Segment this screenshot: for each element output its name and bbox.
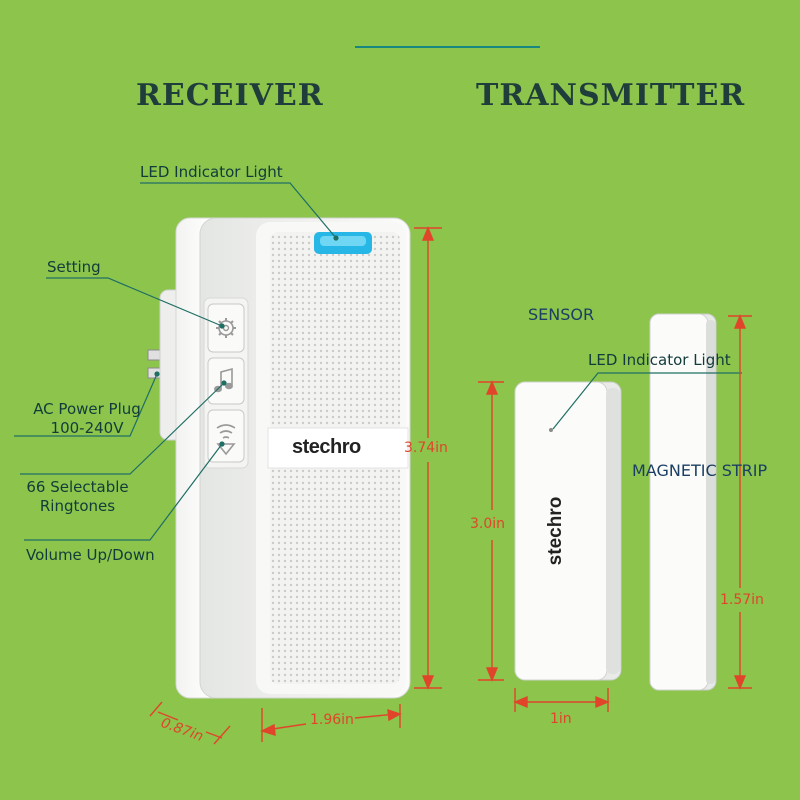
ringtones-line1: 66 Selectable	[26, 478, 129, 496]
sensor-led	[549, 428, 553, 432]
gear-icon	[216, 318, 236, 338]
volume-label: Volume Up/Down	[26, 546, 155, 564]
sensor-height-dim: 3.0in	[470, 516, 506, 532]
receiver-device	[147, 217, 411, 699]
magnetic-strip-device	[649, 313, 717, 691]
ringtone-button[interactable]	[207, 357, 245, 405]
ringtones-label: 66 Selectable Ringtones	[10, 478, 145, 516]
sensor-device	[514, 381, 622, 681]
receiver-brand: stechro	[292, 436, 361, 458]
volume-icon	[216, 424, 236, 456]
volume-button[interactable]	[207, 409, 245, 463]
transmitter-title: TRANSMITTER	[476, 78, 746, 113]
ringtones-line2: Ringtones	[39, 497, 116, 515]
sensor-led-label: LED Indicator Light	[588, 351, 731, 369]
sensor-brand: stechro	[545, 496, 566, 566]
setting-button[interactable]	[207, 303, 245, 353]
sensor-width-dim: 1in	[550, 711, 572, 727]
power-plug-label: AC Power Plug 100-240V	[12, 400, 162, 438]
magnet-height-dim: 1.57in	[720, 592, 764, 608]
power-plug-line2: 100-240V	[50, 419, 124, 437]
callout-lines	[14, 182, 742, 541]
magnet-title: MAGNETIC STRIP	[632, 461, 768, 480]
receiver-height-dim: 3.74in	[404, 440, 448, 456]
led-indicator-label: LED Indicator Light	[140, 163, 283, 181]
setting-label: Setting	[47, 258, 101, 276]
sensor-title: SENSOR	[528, 305, 595, 324]
top-divider	[355, 46, 540, 48]
dimension-lines	[149, 226, 752, 745]
receiver-width-dim: 1.96in	[310, 712, 354, 728]
power-plug-line1: AC Power Plug	[33, 400, 141, 418]
receiver-title: RECEIVER	[136, 78, 324, 113]
